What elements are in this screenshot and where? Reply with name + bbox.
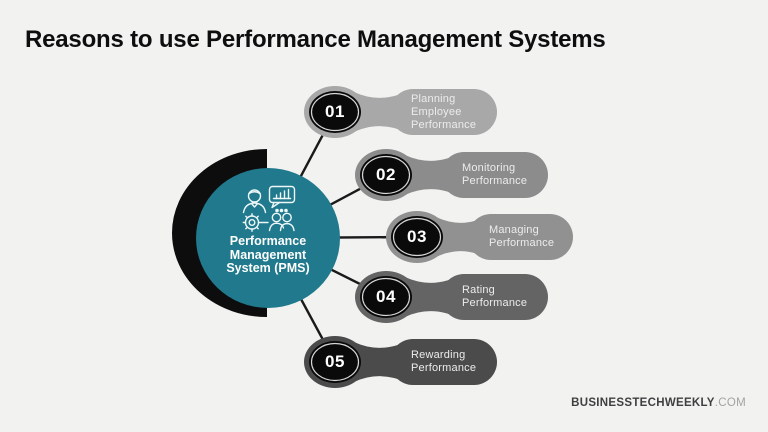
item-shape-05 — [304, 336, 497, 388]
item-pill-03 — [468, 214, 573, 260]
item-label-line: Performance — [462, 297, 528, 309]
item-label-04: Rating Performance — [462, 284, 527, 310]
item-label-05: Rewarding Performance — [411, 349, 476, 375]
item-number-circle-04 — [360, 276, 412, 318]
item-number-03: 03 — [407, 227, 427, 246]
person-icon — [242, 189, 267, 214]
item-label-02: Monitoring Performance — [462, 162, 527, 188]
center-circle — [196, 168, 340, 308]
pms-icon-cluster — [242, 185, 296, 232]
item-label-line: Monitoring — [462, 162, 516, 174]
page-title: Reasons to use Performance Management Sy… — [25, 26, 606, 53]
item-label-line: Managing — [489, 224, 539, 236]
item-number-circle-02 — [360, 154, 412, 196]
item-number-ring-01 — [310, 92, 360, 132]
item-number-circle-03 — [391, 216, 443, 258]
item-number-04: 04 — [376, 287, 396, 306]
item-number-ring-03 — [392, 217, 442, 257]
item-number-02: 02 — [376, 165, 396, 184]
item-label-line: Employee — [411, 106, 462, 118]
item-number-ring-04 — [361, 277, 411, 317]
item-pill-05 — [390, 339, 497, 385]
watermark-brand: BUSINESSTECHWEEKLY — [571, 397, 715, 409]
item-label-line: Performance — [462, 175, 528, 187]
item-number-05: 05 — [325, 352, 345, 371]
chart-speech-bubble-icon — [268, 185, 296, 213]
item-label-line: Planning — [411, 93, 456, 105]
team-icon — [268, 212, 295, 232]
center-label-line: Performance — [229, 234, 307, 248]
gear-icon — [242, 213, 269, 232]
item-shape-02 — [355, 149, 548, 201]
item-shape-01 — [304, 86, 497, 138]
item-number-circle-01 — [309, 91, 361, 133]
item-pill-01 — [390, 89, 497, 135]
item-label-03: Managing Performance — [489, 224, 554, 250]
item-pill-04 — [441, 274, 548, 320]
item-number-ring-02 — [361, 155, 411, 195]
center-label: Performance Management System (PMS) — [188, 234, 348, 276]
item-label-line: Rating — [462, 284, 495, 296]
item-number-01: 01 — [325, 102, 345, 121]
item-label-01: Planning Employee Performance — [411, 93, 476, 132]
center-label-line: System (PMS) — [226, 261, 310, 275]
item-label-line: Performance — [411, 119, 477, 131]
watermark-suffix: .COM — [714, 397, 746, 409]
item-number-ring-05 — [310, 342, 360, 382]
watermark: BUSINESSTECHWEEKLY.COM — [571, 397, 746, 409]
item-label-line: Rewarding — [411, 349, 466, 361]
item-shape-04 — [355, 271, 548, 323]
item-number-circle-05 — [309, 341, 361, 383]
item-shape-03 — [386, 211, 573, 263]
item-label-line: Performance — [411, 362, 477, 374]
center-label-line: Management — [229, 247, 307, 262]
item-pill-02 — [441, 152, 548, 198]
item-label-line: Performance — [489, 237, 555, 249]
